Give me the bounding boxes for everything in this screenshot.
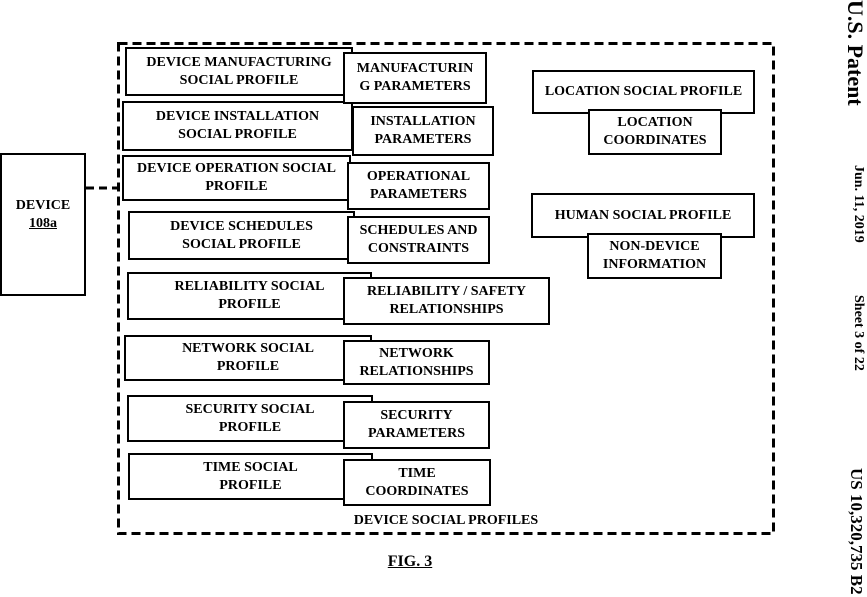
human-profile-box: HUMAN SOCIAL PROFILE bbox=[531, 193, 755, 238]
social-profiles-group-label: DEVICE SOCIAL PROFILES bbox=[353, 513, 539, 528]
publication-header: U.S. Patent bbox=[843, 0, 867, 106]
reliability-safety-relationships-box: RELIABILITY / SAFETY RELATIONSHIPS bbox=[343, 277, 550, 325]
schedules-profile-box: DEVICE SCHEDULES SOCIAL PROFILE bbox=[128, 211, 355, 260]
reliability-profile-box: RELIABILITY SOCIAL PROFILE bbox=[127, 272, 372, 320]
manufacturing-parameters-box: MANUFACTURIN G PARAMETERS bbox=[343, 52, 487, 104]
operation-profile-box: DEVICE OPERATION SOCIAL PROFILE bbox=[122, 155, 351, 201]
time-profile-box: TIME SOCIAL PROFILE bbox=[128, 453, 373, 500]
network-profile-box: NETWORK SOCIAL PROFILE bbox=[124, 335, 372, 381]
publication-date: Jun. 11, 2019 bbox=[851, 165, 866, 243]
security-profile-box: SECURITY SOCIAL PROFILE bbox=[127, 395, 373, 442]
social-profiles-dashed-boundary bbox=[117, 42, 775, 535]
security-parameters-box: SECURITY PARAMETERS bbox=[343, 401, 490, 449]
device-box: DEVICE 108a bbox=[0, 153, 86, 296]
sheet-number: Sheet 3 of 22 bbox=[851, 295, 866, 371]
device-reference-numeral: 108a bbox=[29, 215, 57, 231]
network-relationships-box: NETWORK RELATIONSHIPS bbox=[343, 340, 490, 385]
location-coordinates-box: LOCATION COORDINATES bbox=[588, 109, 722, 155]
non-device-information-box: NON-DEVICE INFORMATION bbox=[587, 233, 722, 279]
schedules-constraints-box: SCHEDULES AND CONSTRAINTS bbox=[347, 216, 490, 264]
time-coordinates-box: TIME COORDINATES bbox=[343, 459, 491, 506]
installation-profile-box: DEVICE INSTALLATION SOCIAL PROFILE bbox=[122, 101, 353, 151]
device-label: DEVICE bbox=[15, 197, 71, 213]
manufacturing-profile-box: DEVICE MANUFACTURING SOCIAL PROFILE bbox=[125, 47, 353, 96]
operational-parameters-box: OPERATIONAL PARAMETERS bbox=[347, 162, 490, 210]
figure-label: FIG. 3 bbox=[387, 553, 433, 570]
installation-parameters-box: INSTALLATION PARAMETERS bbox=[352, 106, 494, 156]
patent-number: US 10,320,735 B2 bbox=[847, 468, 866, 595]
location-profile-box: LOCATION SOCIAL PROFILE bbox=[532, 70, 755, 114]
